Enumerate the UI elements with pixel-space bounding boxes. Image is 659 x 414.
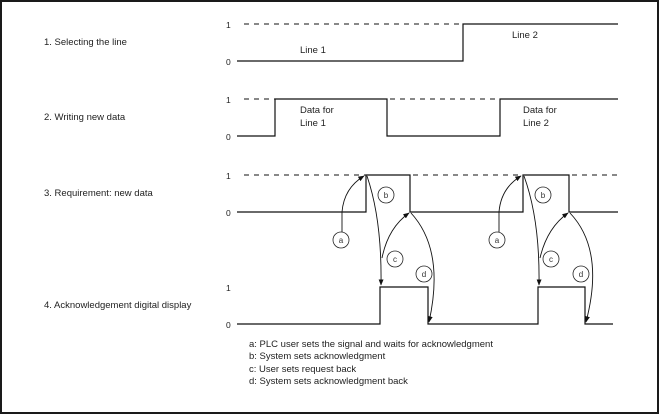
level-0-label: 0 xyxy=(226,132,231,142)
arrow-c xyxy=(523,175,542,286)
marker-a: a xyxy=(488,231,506,249)
svg-text:d: d xyxy=(422,270,426,279)
signal-annotation-data-line-2: Data for xyxy=(523,105,557,116)
svg-text:b: b xyxy=(384,191,389,200)
signal-waveform-selecting-line xyxy=(237,23,618,62)
marker-d: d xyxy=(415,265,433,283)
marker-b: b xyxy=(377,186,395,204)
level-1-label: 1 xyxy=(226,95,231,105)
marker-b: b xyxy=(534,186,552,204)
svg-text:a: a xyxy=(495,236,500,245)
legend-item-d: d: System sets acknowledgment back xyxy=(249,376,408,387)
level-0-label: 0 xyxy=(226,57,231,67)
marker-d: d xyxy=(572,265,590,283)
level-1-label: 1 xyxy=(226,283,231,293)
signal-waveform-acknowledgement xyxy=(237,286,613,325)
marker-a: a xyxy=(332,231,350,249)
signal-annotation-data-line-1: Data for xyxy=(300,105,334,116)
arrow-b xyxy=(539,212,569,259)
level-0-label: 0 xyxy=(226,208,231,218)
marker-c: c xyxy=(386,250,404,268)
svg-text:c: c xyxy=(549,255,553,264)
signal-annotation-line-2: Line 2 xyxy=(512,30,538,41)
level-1-label: 1 xyxy=(226,20,231,30)
arrow-a xyxy=(498,175,522,232)
level-0-label: 0 xyxy=(226,320,231,330)
level-1-label: 1 xyxy=(226,171,231,181)
signal-label-requirement: 3. Requirement: new data xyxy=(44,188,154,199)
arrow-d xyxy=(410,212,435,323)
legend-item-a: a: PLC user sets the signal and waits fo… xyxy=(249,339,493,350)
svg-text:c: c xyxy=(393,255,397,264)
signal-waveform-requirement xyxy=(237,174,618,213)
svg-text:d: d xyxy=(579,270,583,279)
arrow-c xyxy=(366,175,384,286)
signal-label-writing-data: 2. Writing new data xyxy=(44,112,126,123)
arrow-a xyxy=(341,175,365,232)
signal-annotation-data-line-2: Line 2 xyxy=(523,118,549,129)
legend-item-b: b: System sets acknowledgment xyxy=(249,351,386,362)
marker-c: c xyxy=(542,250,560,268)
svg-text:a: a xyxy=(339,236,344,245)
arrow-b xyxy=(381,212,410,259)
signal-annotation-data-line-1: Line 1 xyxy=(300,118,326,129)
svg-text:b: b xyxy=(541,191,546,200)
signal-waveform-writing-data xyxy=(237,98,618,137)
signal-annotation-line-1: Line 1 xyxy=(300,45,326,56)
legend-item-c: c: User sets request back xyxy=(249,364,356,375)
arrow-d xyxy=(569,212,594,323)
signal-label-acknowledgement: 4. Acknowledgement digital display xyxy=(44,300,192,311)
signal-label-selecting-line: 1. Selecting the line xyxy=(44,37,127,48)
